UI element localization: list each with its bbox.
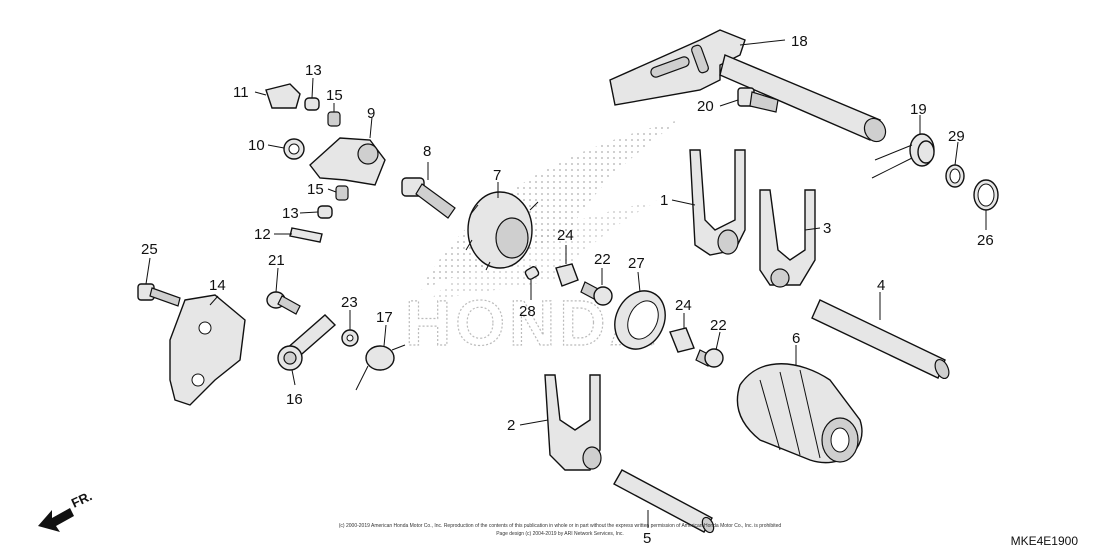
part-13-roller <box>304 97 320 111</box>
part-14-guide-plate <box>169 294 246 406</box>
callout-13: 13 <box>305 62 322 79</box>
callout-18: 18 <box>791 33 808 50</box>
part-26-oil-seal <box>614 290 666 350</box>
callout-labels: 18 20 19 29 26 1 3 4 6 2 5 7 8 28 24 22 … <box>141 33 994 547</box>
part-25-washer <box>973 179 999 211</box>
callout-21: 21 <box>268 252 285 269</box>
part-3-shift-fork <box>759 189 816 288</box>
callout-23: 23 <box>341 294 358 311</box>
part-22-bolt-b <box>695 348 724 368</box>
callout-28: 29 <box>948 128 965 145</box>
callout-3: 3 <box>823 220 831 237</box>
callout-8: 8 <box>423 143 431 160</box>
part-24-stopper <box>555 263 579 287</box>
part-2-shift-fork <box>544 374 602 471</box>
part-18-gearshift-spindle <box>609 29 887 143</box>
part-20-bolt <box>737 87 779 113</box>
part-15-spring <box>327 111 341 127</box>
part-17-spring <box>355 344 406 391</box>
copyright-line-1: (c) 2000-2019 American Honda Motor Co., … <box>339 523 782 529</box>
callout-7: 7 <box>493 167 501 184</box>
callout-16: 16 <box>286 391 303 408</box>
callout-24b: 24 <box>675 297 692 314</box>
callout-19: 19 <box>910 101 927 118</box>
callout-17: 17 <box>376 309 393 326</box>
part-4-fork-shaft <box>811 299 950 380</box>
part-8-special-bolt <box>401 177 456 219</box>
callout-11: 11 <box>233 84 249 101</box>
part-10-washer <box>283 138 305 160</box>
callout-13b: 13 <box>282 205 299 222</box>
callout-9: 9 <box>367 105 375 122</box>
part-13-roller-b <box>317 205 333 219</box>
callout-1: 1 <box>660 192 668 209</box>
part-12-pin <box>289 227 323 243</box>
callout-10: 10 <box>248 137 265 154</box>
part-23-washer <box>341 329 359 347</box>
copyright-line-2: Page design (c) 2004-2019 by ARI Network… <box>496 531 624 537</box>
part-29-dowel-pin <box>524 266 540 280</box>
part-27-bolt <box>137 283 181 307</box>
callout-25: 26 <box>977 232 994 249</box>
callout-22b: 22 <box>710 317 727 334</box>
fr-direction-label: FR. <box>69 488 94 510</box>
part-7-shift-drum-cam <box>465 191 539 271</box>
part-22-bolt <box>580 281 613 306</box>
part-21-bolt <box>266 291 301 315</box>
front-direction-arrow: FR. <box>38 488 94 532</box>
part-6-shift-drum <box>736 363 863 464</box>
callout-27: 25 <box>141 241 158 258</box>
callout-15b: 15 <box>307 181 324 198</box>
callout-29: 28 <box>519 303 536 320</box>
part-19-return-spring <box>871 133 935 179</box>
callout-15: 15 <box>326 87 343 104</box>
callout-20: 20 <box>697 98 714 115</box>
callout-24: 24 <box>557 227 574 244</box>
callout-26: 27 <box>628 255 645 272</box>
part-5-fork-shaft <box>613 469 715 534</box>
leader-lines <box>145 39 987 528</box>
callout-6: 6 <box>792 330 800 347</box>
part-1-shift-fork <box>689 149 746 256</box>
callout-2: 2 <box>507 417 515 434</box>
callout-4: 4 <box>877 277 885 294</box>
part-15-spring-b <box>335 185 349 201</box>
callout-14: 14 <box>209 277 226 294</box>
part-9-drum-stopper-arm <box>309 137 386 186</box>
callout-12: 12 <box>254 226 271 243</box>
callout-5: 5 <box>643 530 651 547</box>
diagram-code: MKE4E1900 <box>1011 534 1079 548</box>
callout-22: 22 <box>594 251 611 268</box>
part-16-collar <box>277 314 337 371</box>
part-11-pad <box>265 83 301 109</box>
part-24-stopper-b <box>669 327 695 353</box>
part-28-circlip <box>945 164 965 188</box>
